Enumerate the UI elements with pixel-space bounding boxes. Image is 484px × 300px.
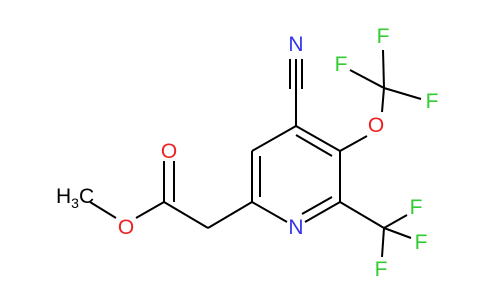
bond-ring-c2-n: [301, 196, 341, 223]
atom-label-nitrile-nitrogen: N: [288, 33, 303, 56]
bond-ester-oxygen-methyl: [89, 201, 117, 219]
bond-ocf3-fluorine-a: [382, 49, 385, 89]
atom-label-carbonyl-oxygen: O: [161, 140, 177, 163]
bond-ring-c5-c4: [251, 125, 297, 152]
atom-label-ring-nitrogen: N: [288, 216, 303, 239]
atom-label-fluorine-f: F: [375, 258, 388, 281]
atom-label-fluorine-c: F: [426, 90, 439, 113]
atom-label-ester-oxygen: O: [118, 216, 134, 239]
bond-c3-ether-oxygen: [339, 135, 368, 152]
bond-ocf3-fluorine-c: [383, 87, 422, 100]
bond-c2-cf3: [339, 201, 385, 229]
bond-cf3-fluorine-d: [383, 214, 408, 229]
bond-ocf3-fluorine-b: [349, 69, 385, 89]
bond-cf3-fluorine-e: [383, 227, 412, 239]
atom-label-fluorine-a: F: [377, 25, 390, 48]
bond-nitrile-triple: [289, 59, 303, 89]
atom-label-methyl: H3C: [56, 185, 94, 211]
bond-ring-n-c6: [251, 201, 288, 223]
bond-c6-ch2: [207, 201, 253, 229]
bond-ring-c6-c5: [251, 151, 261, 202]
bond-ch2-carbonyl-carbon: [163, 201, 209, 229]
bond-ether-oxygen-cf3: [381, 87, 385, 113]
atom-label-fluorine-e: F: [415, 231, 428, 254]
bond-ring-c4-c3: [295, 125, 341, 157]
atom-label-fluorine-b: F: [335, 53, 348, 76]
bond-carbonyl-ester-oxygen: [135, 201, 165, 219]
bond-cf3-fluorine-f: [381, 227, 385, 258]
atom-label-ether-oxygen: O: [368, 114, 384, 137]
bond-carbonyl-double: [163, 161, 175, 202]
atom-label-fluorine-d: F: [410, 196, 423, 219]
